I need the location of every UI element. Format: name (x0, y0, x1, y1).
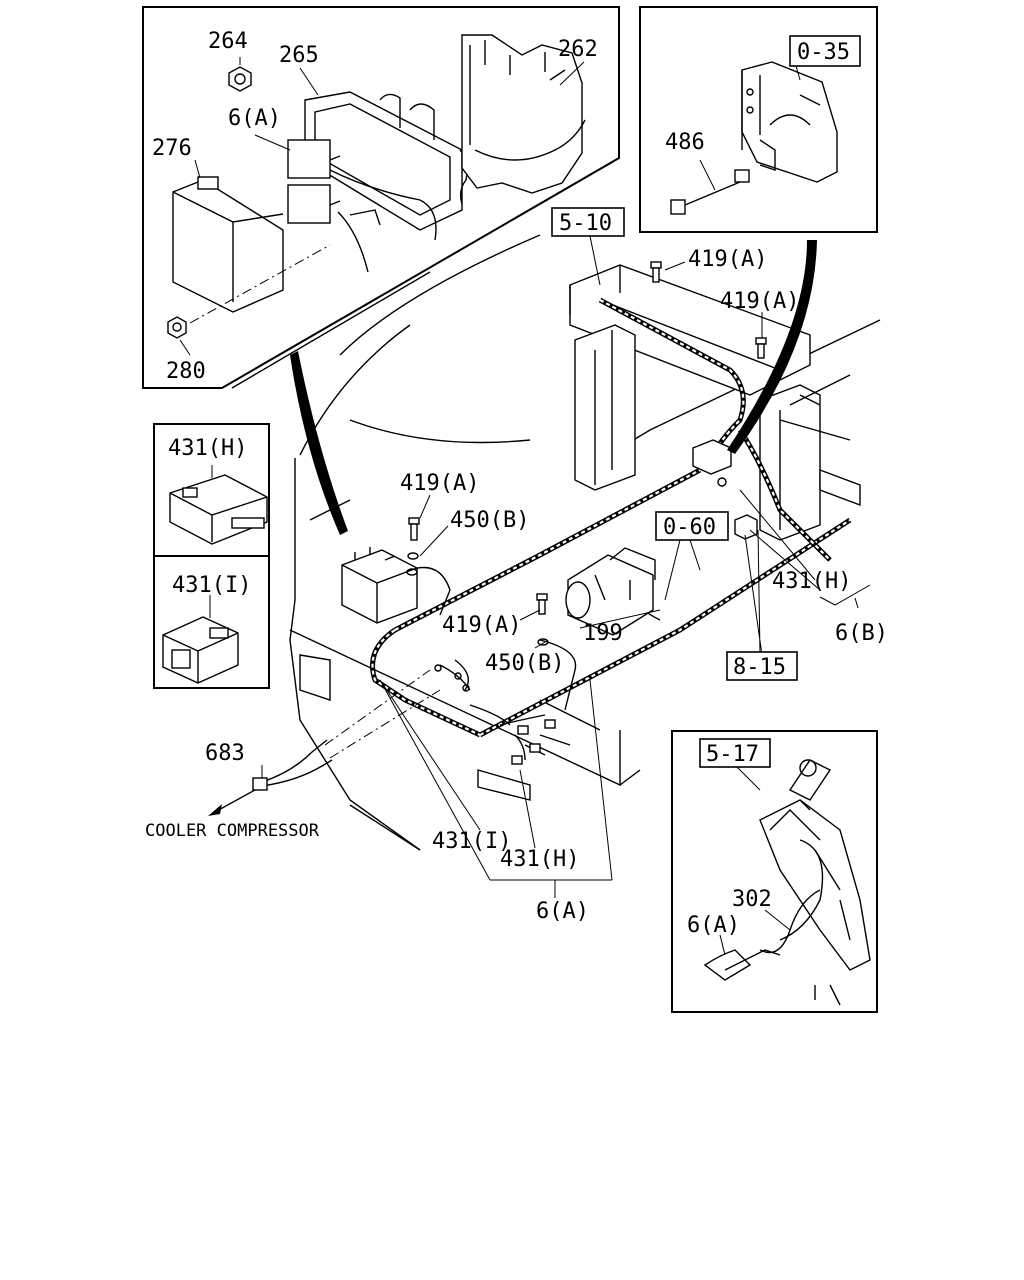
callout-450b-1: 450(B) (450, 508, 529, 533)
starter-motor (565, 547, 656, 636)
bolt-419a-1 (650, 261, 662, 283)
callout-264: 264 (208, 29, 248, 54)
cover-262 (461, 34, 586, 194)
ref-box-0-60 (655, 511, 729, 541)
connector-431i-detail (162, 616, 239, 684)
connectors-right (692, 439, 758, 540)
nut-280 (167, 316, 187, 339)
ref-box-5-17 (699, 738, 771, 768)
harness-683 (208, 669, 441, 816)
callout-431h-right: 431(H) (772, 569, 851, 594)
inset-sensor-bracket (639, 6, 878, 233)
callout-6a-top: 6(A) (228, 106, 281, 131)
bolt-419a-4 (536, 593, 548, 615)
inset-pedal-bracket (671, 730, 878, 1013)
callout-302: 302 (732, 887, 772, 912)
callout-419a-4: 419(A) (442, 613, 521, 638)
ref-box-8-15 (726, 651, 798, 681)
frame-crossmember (569, 264, 861, 541)
bolt-419a-2 (755, 337, 767, 359)
connector-431h-detail (169, 474, 268, 545)
callout-276: 276 (152, 136, 192, 161)
callout-8-15: 8-15 (733, 655, 786, 680)
callout-0-60: 0-60 (663, 515, 716, 540)
callout-419a-2: 419(A) (720, 289, 799, 314)
nut-264 (228, 66, 252, 92)
callout-6a-bottom: 6(A) (536, 899, 589, 924)
callout-199: 199 (583, 621, 623, 646)
callout-431i-bottom: 431(I) (432, 829, 511, 854)
leader-lines (261, 235, 871, 898)
callout-262: 262 (558, 37, 598, 62)
sensor-486 (670, 169, 750, 215)
callout-683: 683 (205, 741, 245, 766)
callout-labels: 264 265 262 6(A) 276 280 0-35 486 5-10 4… (145, 29, 888, 938)
callout-419a-3: 419(A) (400, 471, 479, 496)
detail-pointers (290, 240, 817, 535)
callout-486: 486 (665, 130, 705, 155)
callout-6b: 6(B) (835, 621, 888, 646)
cover-276 (172, 176, 284, 313)
callout-431h-box: 431(H) (168, 436, 247, 461)
callout-265: 265 (279, 43, 319, 68)
callout-cooler-compressor: COOLER COMPRESSOR (145, 821, 320, 841)
inset-relay-box (142, 6, 620, 389)
relay-box-main (341, 547, 418, 624)
relay-blocks (287, 139, 341, 224)
ref-box-0-35 (789, 35, 861, 67)
callout-6a-pedal: 6(A) (687, 913, 740, 938)
callout-5-10: 5-10 (559, 211, 612, 236)
ref-box-5-10 (551, 207, 625, 237)
bolt-419a-3 (408, 517, 420, 541)
callout-431i-box: 431(I) (172, 573, 251, 598)
connectors-bottom (434, 664, 556, 765)
callout-431h-bottom: 431(H) (500, 847, 579, 872)
inset-connectors (153, 423, 270, 689)
callout-5-17: 5-17 (706, 742, 759, 767)
callout-0-35: 0-35 (797, 40, 850, 65)
bolts (406, 261, 767, 646)
callout-280: 280 (166, 359, 206, 384)
callout-450b-2: 450(B) (485, 651, 564, 676)
callout-419a-1: 419(A) (688, 247, 767, 272)
